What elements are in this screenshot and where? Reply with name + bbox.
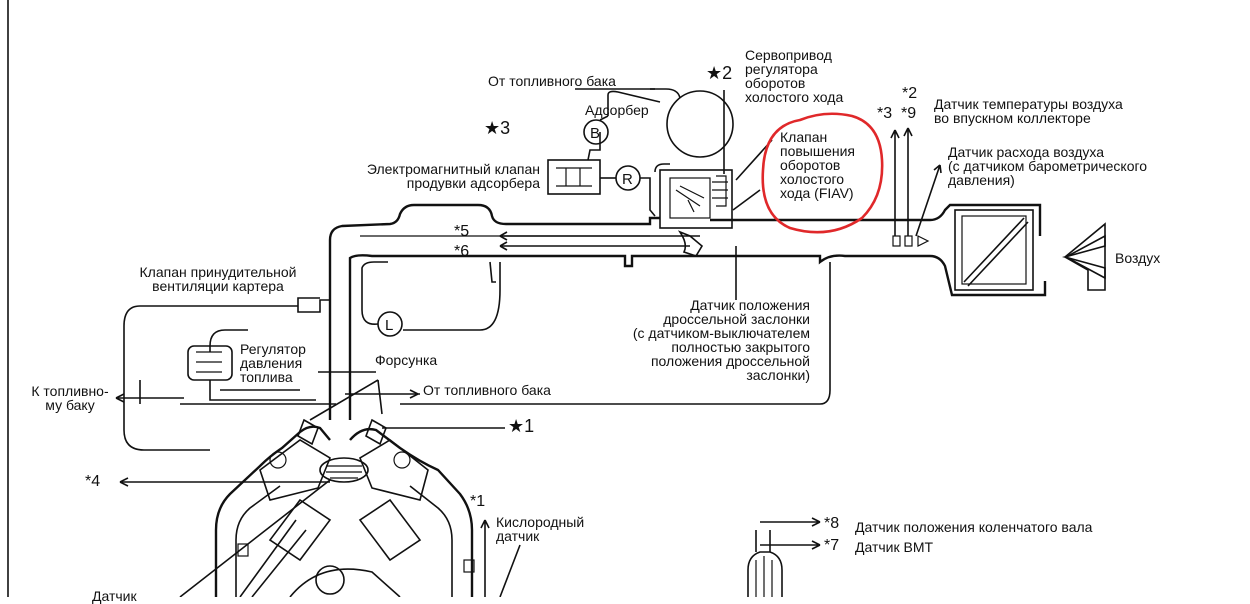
- marker-ref3: *3: [877, 105, 893, 122]
- to-fuel-tank-label: К топливно- му баку: [31, 383, 109, 413]
- circle-l-label: L: [385, 317, 393, 334]
- air-label: Воздух: [1115, 250, 1161, 266]
- air-inlet-arrow: [1061, 222, 1106, 291]
- marker-ref7: *7: [824, 537, 840, 554]
- marker-ref4: *4: [85, 473, 101, 490]
- fiav-label: Клапан повышения оборотов холостого хода…: [780, 129, 856, 201]
- pcv-valve-label: Клапан принудительной вентиляции картера: [139, 264, 297, 294]
- marker-ref1: *1: [470, 493, 486, 510]
- from-fuel-tank-mid-label: От топливного бака: [423, 382, 551, 398]
- throttle-sensor-label: Датчик положения дроссельной заслонки (с…: [632, 297, 810, 383]
- oxygen-sensor-label: Кислородный датчик: [496, 514, 585, 544]
- marker-ref9: *9: [901, 105, 917, 122]
- marker-star1: ★1: [508, 416, 535, 436]
- purge-valve-label: Электромагнитный клапан продувки адсорбе…: [366, 161, 540, 191]
- vacuum-lines: [115, 261, 831, 451]
- marker-ref6: *6: [454, 243, 470, 260]
- marker-star3: ★3: [484, 118, 511, 138]
- cut-off-label: Датчик: [92, 588, 137, 604]
- marker-star2: ★2: [706, 63, 733, 83]
- throttle-body: [659, 169, 733, 257]
- marker-ref2: *2: [902, 85, 918, 102]
- air-flow-meter: [892, 209, 1034, 291]
- marker-ref8: *8: [824, 515, 840, 532]
- idle-servo-label: Сервопривод регулятора оборотов холостог…: [745, 47, 844, 105]
- adsorber-label: Адсорбер: [585, 102, 649, 118]
- circle-b-label: B: [590, 125, 600, 142]
- engine-block: [179, 418, 475, 597]
- leader-lines: [119, 90, 942, 597]
- marker-ref5: *5: [454, 223, 470, 240]
- from-fuel-tank-top-label: От топливного бака: [488, 73, 616, 89]
- highlight-circle: [761, 112, 884, 234]
- intake-duct: [328, 203, 1047, 420]
- injector-label: Форсунка: [375, 352, 438, 368]
- intake-air-temp-label: Датчик температуры воздуха во впускном к…: [934, 96, 1123, 126]
- circle-r-label: R: [622, 171, 633, 188]
- air-flow-sensor-label: Датчик расхода воздуха (с датчиком баром…: [948, 144, 1148, 188]
- crank-sensor-label: Датчик положения коленчатого вала: [855, 519, 1093, 535]
- evap-canister: [547, 88, 734, 217]
- crank-sensor: [747, 530, 783, 597]
- tdc-sensor-label: Датчик ВМТ: [855, 539, 934, 555]
- fuel-pressure-regulator-label: Регулятор давления топлива: [240, 341, 306, 385]
